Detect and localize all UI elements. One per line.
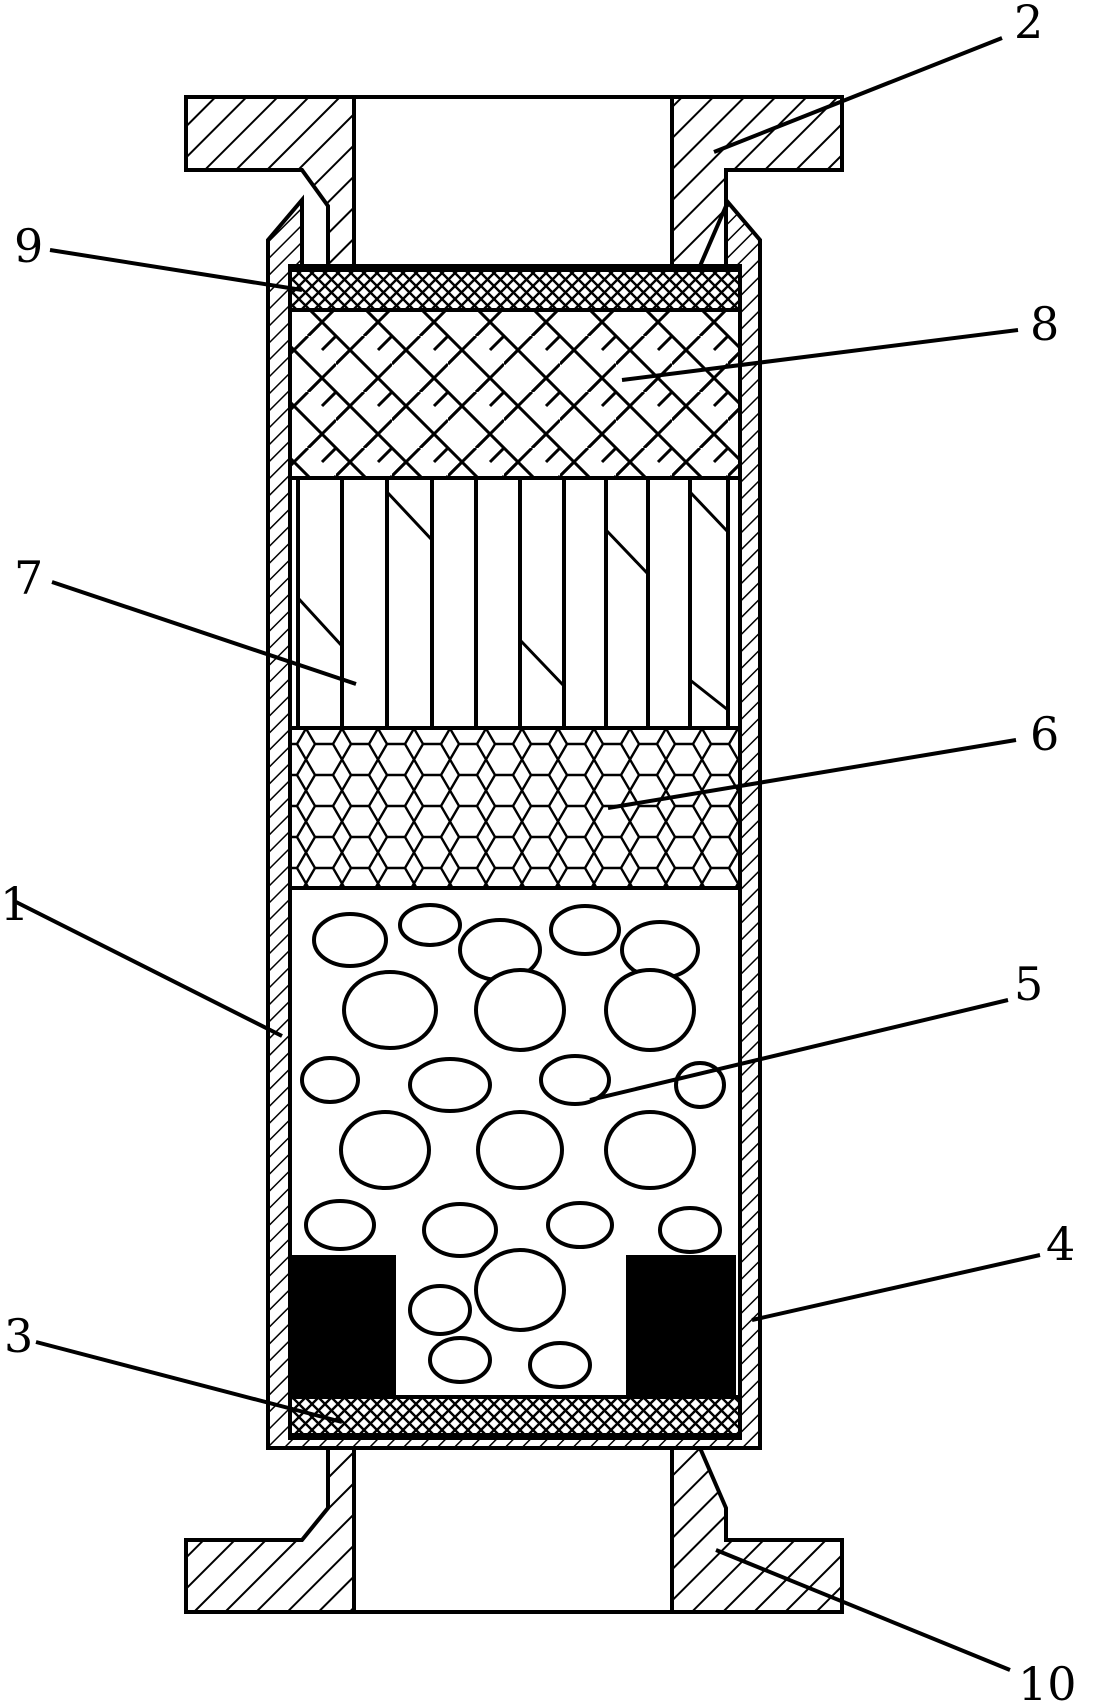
label-2: 2 [1014, 0, 1043, 49]
leader-2 [713, 36, 1003, 154]
label-6: 6 [1030, 707, 1059, 761]
block-4-right [626, 1255, 736, 1397]
label-1: 1 [0, 877, 29, 931]
label-5: 5 [1014, 957, 1043, 1011]
leader-9 [49, 248, 303, 292]
label-9: 9 [14, 219, 43, 273]
leader-1 [15, 900, 283, 1038]
top-port-opening [352, 95, 674, 268]
leader-10 [715, 1548, 1011, 1672]
leader-8 [621, 328, 1019, 382]
label-7: 7 [14, 551, 43, 605]
leader-5 [589, 998, 1009, 1102]
leader-7 [51, 580, 357, 686]
label-3: 3 [4, 1309, 33, 1363]
label-8: 8 [1030, 297, 1059, 351]
layer-6-honeycomb [288, 726, 742, 890]
block-4-left [290, 1255, 396, 1397]
layer-7-plate-media [296, 476, 730, 730]
layer-8-woven-media [288, 308, 742, 480]
leader-3 [35, 1340, 343, 1424]
leader-4 [751, 1253, 1041, 1322]
layer-3-bottom-mesh [288, 1395, 742, 1437]
layer-9-top-mesh [288, 268, 742, 312]
label-4: 4 [1046, 1217, 1075, 1271]
label-10: 10 [1018, 1657, 1077, 1705]
bottom-port-opening [352, 1446, 674, 1614]
leader-6 [607, 738, 1017, 810]
